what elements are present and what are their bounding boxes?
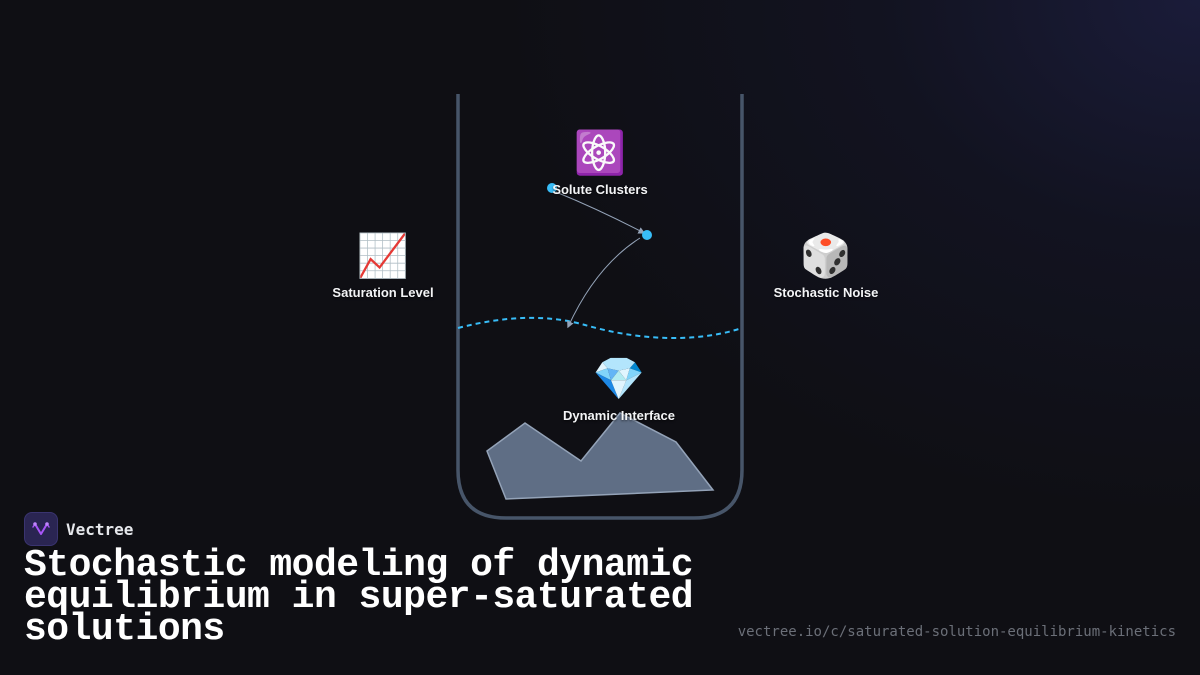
brand-name: Vectree [66,519,134,539]
particle-path-arrow-2 [567,237,641,329]
node-label: Solute Clusters [552,182,648,197]
particle-path-arrow-1 [555,191,646,234]
source-url: vectree.io/c/saturated-solution-equilibr… [737,624,1176,640]
interface-line [457,316,743,339]
node-dynamic-interface: 💎 Dynamic Interface [563,354,675,423]
particle-dot [642,230,652,240]
node-solute-clusters: ⚛️ Solute Clusters [552,128,647,197]
brand: Vectree [24,512,133,546]
dice-icon: 🎲 [799,231,853,280]
node-saturation-level: 📈 Saturation Level [332,231,433,300]
chart-increasing-icon: 📈 [356,231,410,280]
precipitate-shape [486,412,715,500]
node-stochastic-noise: 🎲 Stochastic Noise [774,231,879,300]
beaker-container [456,94,744,520]
node-label: Saturation Level [332,285,434,300]
particle-dot [547,183,557,193]
atom-icon: ⚛️ [573,128,627,177]
vectree-logo-icon [24,512,58,546]
node-label: Stochastic Noise [773,285,879,300]
page-title: Stochastic modeling of dynamic equilibri… [24,544,694,651]
gem-icon: 💎 [592,354,646,403]
node-label: Dynamic Interface [563,408,675,423]
